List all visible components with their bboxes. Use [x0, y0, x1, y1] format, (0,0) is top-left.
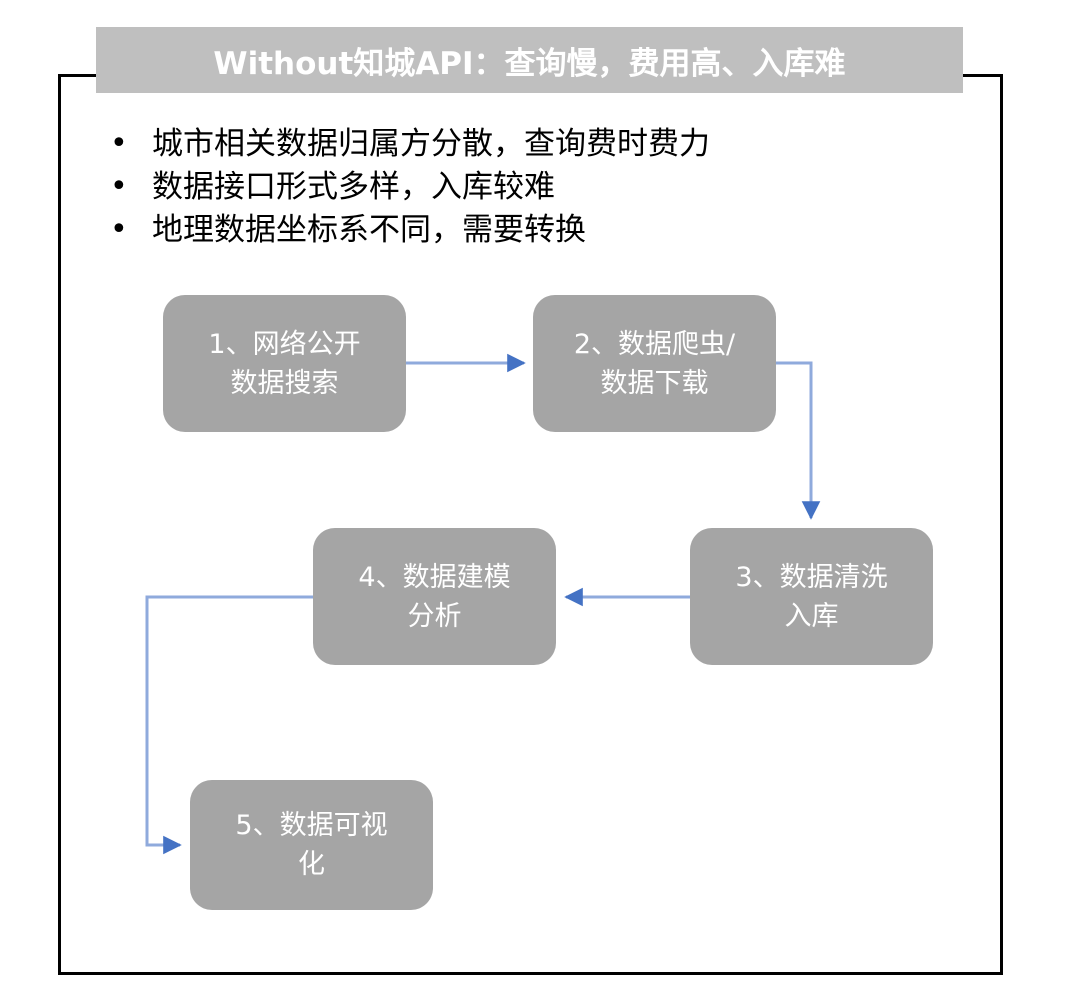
- bullet-marker-icon: •: [110, 212, 128, 247]
- flow-node-5-label: 5、数据可视 化: [235, 810, 388, 880]
- flow-node-1-label: 1、网络公开 数据搜索: [208, 328, 361, 399]
- flow-node-2-label: 2、数据爬虫/ 数据下载: [573, 328, 736, 399]
- flow-node-1[interactable]: 1、网络公开 数据搜索: [163, 295, 406, 432]
- slide-title-text: Without知城API：查询慢，费用高、入库难: [213, 45, 846, 82]
- flow-node-4[interactable]: 4、数据建模 分析: [313, 528, 556, 665]
- flow-node-3[interactable]: 3、数据清洗 入库: [690, 528, 933, 665]
- bullet-text: 数据接口形式多样，入库较难: [152, 169, 555, 205]
- flow-node-4-label: 4、数据建模 分析: [358, 561, 511, 632]
- bullet-text: 地理数据坐标系不同，需要转换: [152, 212, 586, 248]
- bullet-text: 城市相关数据归属方分散，查询费时费力: [152, 126, 710, 162]
- list-item: • 城市相关数据归属方分散，查询费时费力: [104, 124, 904, 167]
- bullet-marker-icon: •: [110, 126, 128, 161]
- bullet-marker-icon: •: [110, 169, 128, 204]
- list-item: • 数据接口形式多样，入库较难: [104, 167, 904, 210]
- flow-node-2[interactable]: 2、数据爬虫/ 数据下载: [533, 295, 776, 432]
- slide-title-banner: Without知城API：查询慢，费用高、入库难: [96, 27, 963, 93]
- flow-node-3-label: 3、数据清洗 入库: [735, 561, 888, 632]
- flow-node-5[interactable]: 5、数据可视 化: [190, 780, 433, 910]
- bullet-list: • 城市相关数据归属方分散，查询费时费力 • 数据接口形式多样，入库较难 • 地…: [104, 124, 904, 253]
- list-item: • 地理数据坐标系不同，需要转换: [104, 210, 904, 253]
